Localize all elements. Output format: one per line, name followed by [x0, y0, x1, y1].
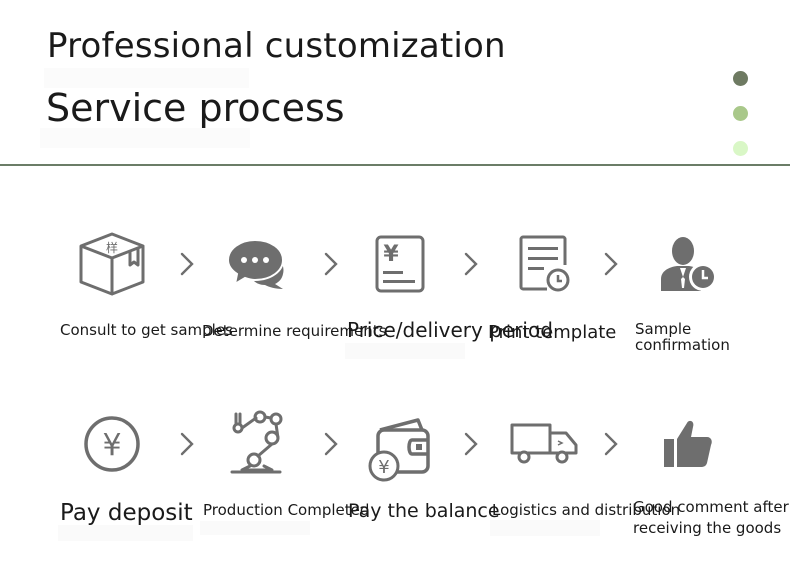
decor-dot-light: [733, 141, 748, 156]
label-shadow: [200, 521, 310, 535]
step-label-pay-deposit: Pay deposit: [60, 500, 193, 526]
step-label-price-delivery: Price/delivery period: [347, 318, 553, 342]
delivery-truck-icon: [510, 423, 578, 465]
box-glyph: 样: [106, 240, 118, 255]
robot-arm-icon: [228, 410, 284, 476]
wallet-icon: ¥: [368, 416, 434, 482]
wallet-coin-glyph: ¥: [378, 457, 389, 478]
chevron-right-icon: [324, 432, 338, 456]
subtitle-shadow: [40, 128, 250, 148]
header-divider: [0, 164, 790, 166]
header-subtitle: Service process: [46, 86, 345, 130]
doc-glyph: ¥: [383, 242, 399, 267]
coin-glyph: ¥: [102, 428, 121, 463]
package-box-icon: 样: [79, 232, 145, 296]
chevron-right-icon: [464, 432, 478, 456]
title-shadow: [44, 68, 249, 88]
decor-dot-mid: [733, 106, 748, 121]
step-label-production-completed: Production Completed: [203, 501, 370, 519]
chevron-right-icon: [180, 432, 194, 456]
chat-bubbles-icon: [226, 238, 287, 290]
step-label-pay-balance: Pay the balance: [348, 500, 500, 522]
label-shadow: [58, 525, 193, 541]
step-label-sample-confirmation: Sample confirmation: [635, 320, 730, 354]
document-clock-icon: [519, 235, 571, 293]
person-clock-icon: [659, 235, 717, 293]
step-label-logistics: Logistics and distribution: [492, 501, 681, 519]
chevron-right-icon: [180, 252, 194, 276]
yen-coin-icon: ¥: [83, 415, 141, 473]
price-document-icon: ¥: [375, 235, 425, 293]
step-label-requirements: Determine requirements: [202, 322, 387, 340]
chevron-right-icon: [604, 432, 618, 456]
chevron-right-icon: [464, 252, 478, 276]
step-label-good-comment: Good comment after receiving the goods: [633, 498, 789, 537]
label-shadow: [345, 343, 465, 359]
chevron-right-icon: [324, 252, 338, 276]
header-title: Professional customization: [47, 26, 506, 66]
thumbs-up-icon: [663, 419, 713, 469]
step-label-consult: Consult to get samples: [60, 321, 233, 339]
chevron-right-icon: [604, 252, 618, 276]
label-shadow: [490, 520, 600, 536]
step-label-print-template: Print template: [488, 322, 617, 343]
decor-dot-dark: [733, 71, 748, 86]
